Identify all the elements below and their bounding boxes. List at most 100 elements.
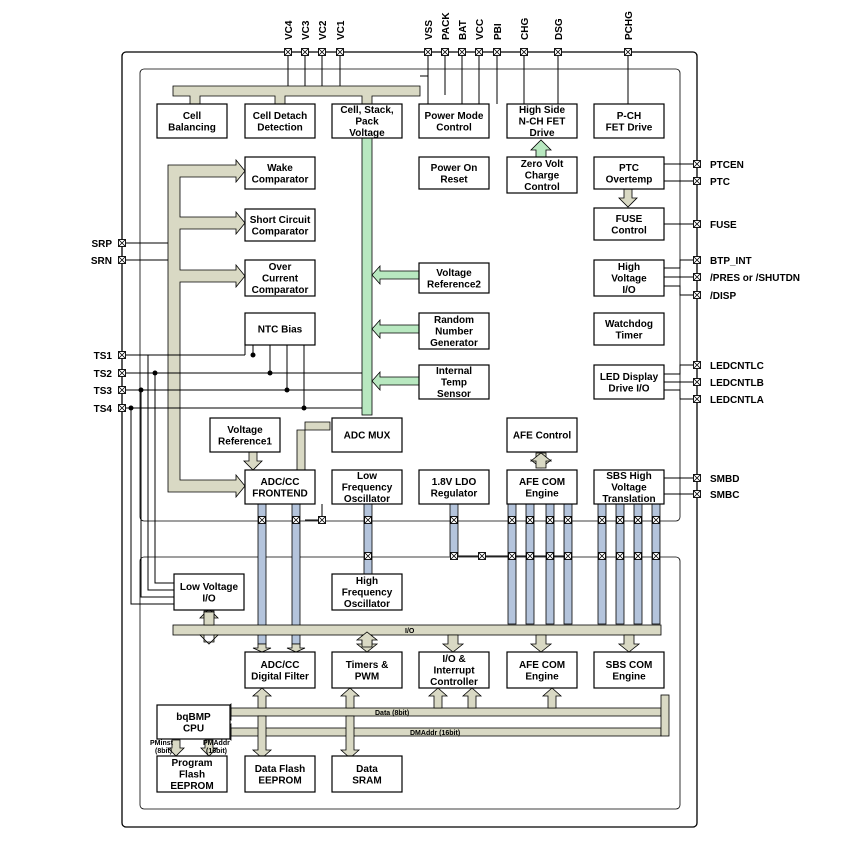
block-label: Voltage <box>436 268 472 279</box>
bus-junction-marker <box>364 516 372 524</box>
block-box <box>506 417 578 453</box>
bus-junction-marker <box>652 516 660 524</box>
block-label: Watchdog <box>605 319 653 330</box>
block-box <box>156 755 228 793</box>
top-pin-marker <box>624 48 632 56</box>
block-label: Engine <box>525 488 559 499</box>
bus-junction-marker <box>450 552 458 560</box>
right-pin-label: BTP_INT <box>710 256 752 267</box>
block-label: Control <box>611 225 647 236</box>
top-pin-label: CHG <box>520 18 531 40</box>
block-label: Charge <box>525 171 560 182</box>
chip-outline <box>121 51 698 828</box>
bus-junction-marker <box>546 552 554 560</box>
block-box <box>593 207 665 241</box>
block-label: I/O <box>202 593 216 604</box>
bus-junction-marker <box>564 552 572 560</box>
block-label: SRAM <box>352 775 381 786</box>
block-label: ADC/CC <box>261 477 300 488</box>
top-pin-label: DSG <box>554 18 565 40</box>
block-label: Drive <box>529 128 554 139</box>
block-box <box>331 417 403 453</box>
block-box <box>418 651 490 689</box>
bus-junction-marker <box>364 552 372 560</box>
block-box <box>173 573 245 611</box>
block-box <box>593 103 665 139</box>
block-label: Over <box>269 262 292 273</box>
io-bus <box>172 624 662 636</box>
block-label: Cell Detach <box>253 111 307 122</box>
block-label: CPU <box>183 723 204 734</box>
block-box <box>506 103 578 139</box>
bus-junction-marker <box>598 552 606 560</box>
block-label: Pack <box>355 117 379 128</box>
block-label: Voltage <box>349 128 385 139</box>
block-label: AFE COM <box>519 660 565 671</box>
bus-junction-marker <box>450 516 458 524</box>
block-box <box>593 651 665 689</box>
block-label: Voltage <box>227 425 263 436</box>
right-pin-marker <box>693 474 701 482</box>
block-label: PTC <box>619 163 639 174</box>
right-pin-label: PTCEN <box>710 160 744 171</box>
block-box <box>156 103 228 139</box>
left-pin-marker <box>118 369 126 377</box>
top-pin-label: PCHG <box>624 11 635 40</box>
block-label: SBS High <box>606 471 652 482</box>
block-label: Reference1 <box>218 436 272 447</box>
block-label: FRONTEND <box>252 488 308 499</box>
right-pin-marker <box>693 395 701 403</box>
block-label: Engine <box>612 671 646 682</box>
right-pin-marker <box>693 490 701 498</box>
right-pin-label: PTC <box>710 177 730 188</box>
left-pin-marker <box>118 351 126 359</box>
block-label: Interrupt <box>433 666 475 677</box>
block-label: Power On <box>431 163 478 174</box>
data-bus <box>230 707 662 717</box>
top-pin-label: BAT <box>458 20 469 40</box>
right-pin-label: /PRES or /SHUTDN <box>710 273 800 284</box>
top-pin-label: VCC <box>475 19 486 40</box>
bus-junction-marker <box>652 552 660 560</box>
block-label: Comparator <box>252 174 309 185</box>
bus-junction-marker <box>564 516 572 524</box>
block-label: PWM <box>355 671 379 682</box>
bus-junction-marker <box>634 516 642 524</box>
left-pin-label: SRN <box>91 256 112 267</box>
block-box <box>418 103 490 139</box>
right-pin-marker <box>693 361 701 369</box>
dmaddr-bus-label: DMAddr (16bit) <box>410 730 460 737</box>
block-box <box>331 469 403 505</box>
top-pin-marker <box>554 48 562 56</box>
top-pin-label: VSS <box>424 20 435 40</box>
bus-junction-marker <box>508 516 516 524</box>
block-label: Internal <box>436 366 472 377</box>
block-label: FUSE <box>616 214 643 225</box>
data-bus-label: Data (8bit) <box>375 710 409 717</box>
block-label: Comparator <box>252 285 309 296</box>
digital-vertical-buses <box>257 503 661 645</box>
bus-junction-marker <box>546 516 554 524</box>
block-box <box>593 364 665 400</box>
top-pin-marker <box>441 48 449 56</box>
left-pin-marker <box>118 386 126 394</box>
block-label: Data Flash <box>255 764 306 775</box>
block-adc-mux: ADC MUX <box>331 417 403 453</box>
right-pin-marker <box>693 160 701 168</box>
bus-junction-marker <box>258 516 266 524</box>
